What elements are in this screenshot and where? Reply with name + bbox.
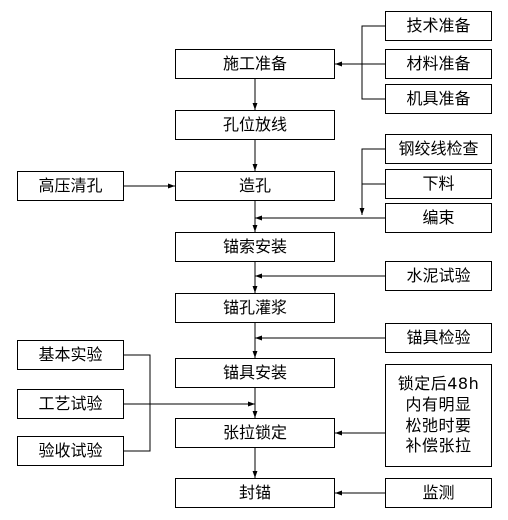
- step-label: 封锚: [238, 482, 271, 502]
- input-strand-check: 钢绞线检查: [385, 134, 492, 164]
- step-hole-layout: 孔位放线: [175, 110, 335, 140]
- step-construction-prep: 施工准备: [175, 49, 335, 79]
- input-label: 监测: [422, 482, 455, 502]
- input-label: 技术准备: [406, 15, 471, 35]
- input-label: 高压清孔: [38, 175, 103, 195]
- step-label: 造孔: [238, 175, 271, 195]
- step-drilling: 造孔: [175, 171, 335, 201]
- step-anchor-cable-install: 锚索安装: [175, 232, 335, 262]
- strand-bracket: [361, 148, 385, 215]
- input-relax-note: 锁定后48h 内有明显 松弛时要 补偿张拉: [385, 364, 492, 467]
- input-label: 工艺试验: [38, 393, 103, 413]
- input-anchorage-inspection: 锚具检验: [385, 323, 492, 353]
- input-label: 验收试验: [38, 440, 103, 460]
- input-cutting: 下料: [385, 169, 492, 199]
- input-label: 基本实验: [38, 344, 103, 364]
- input-process-test: 工艺试验: [17, 389, 124, 419]
- input-label: 材料准备: [406, 53, 471, 73]
- input-label: 锚具检验: [406, 327, 471, 347]
- step-label: 张拉锁定: [222, 422, 287, 442]
- step-label: 施工准备: [222, 53, 287, 73]
- input-label: 水泥试验: [406, 265, 471, 285]
- input-monitoring: 监测: [385, 478, 492, 508]
- step-label: 锚索安装: [222, 236, 287, 256]
- input-material-prep: 材料准备: [385, 49, 492, 79]
- step-label: 孔位放线: [222, 114, 287, 134]
- step-label: 锚具安装: [222, 362, 287, 382]
- input-technical-prep: 技术准备: [385, 11, 492, 41]
- input-label: 机具准备: [406, 88, 471, 108]
- input-bundling: 编束: [385, 203, 492, 233]
- step-seal-anchor: 封锚: [175, 478, 335, 508]
- input-label: 钢绞线检查: [398, 138, 479, 158]
- input-cement-test: 水泥试验: [385, 261, 492, 291]
- input-high-pressure-cleaning: 高压清孔: [17, 171, 124, 201]
- prep-bracket: [361, 25, 385, 100]
- step-label: 锚孔灌浆: [222, 297, 287, 317]
- input-label: 编束: [422, 207, 455, 227]
- input-machinery-prep: 机具准备: [385, 84, 492, 114]
- step-tension-lock: 张拉锁定: [175, 418, 335, 448]
- step-grouting: 锚孔灌浆: [175, 293, 335, 323]
- input-acceptance-test: 验收试验: [17, 436, 124, 466]
- test-bracket: [124, 354, 151, 452]
- step-anchorage-install: 锚具安装: [175, 358, 335, 388]
- note-label: 锁定后48h 内有明显 松弛时要 补偿张拉: [397, 373, 480, 456]
- input-basic-test: 基本实验: [17, 340, 124, 370]
- input-label: 下料: [422, 173, 455, 193]
